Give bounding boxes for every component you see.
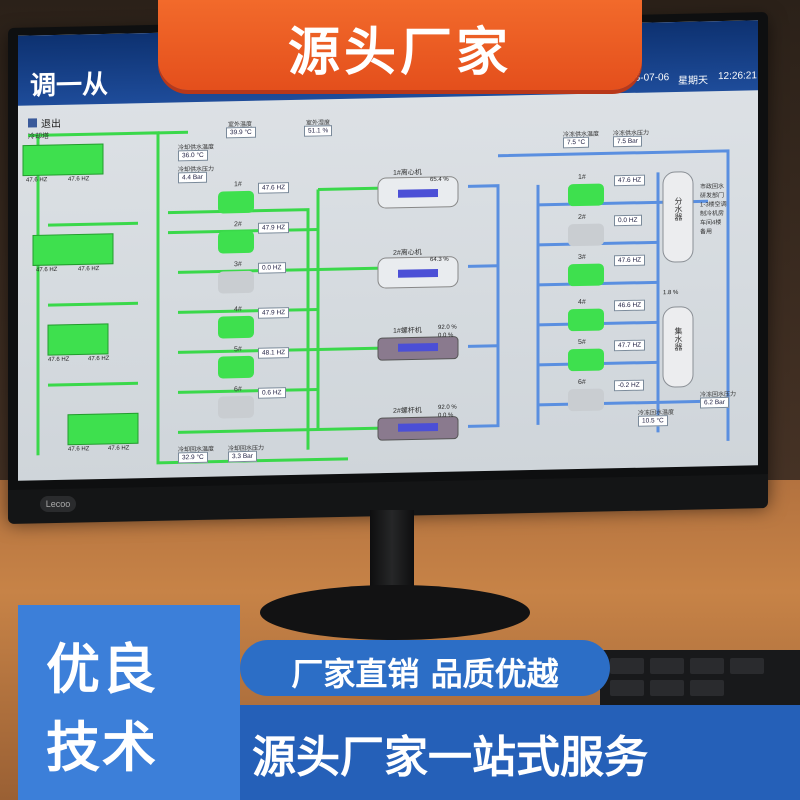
cooling-tower-unit-1: [22, 143, 104, 177]
monitor-brand-logo: Lecoo: [40, 496, 76, 512]
tower-hz: 47.6 HZ: [26, 177, 48, 184]
cw-pump-hz: 47.9 HZ: [258, 222, 290, 234]
bottom-promo-text: 源头厂家一站式服务: [252, 732, 648, 783]
chw-return-temp-value: 10.5 °C: [638, 415, 668, 427]
tower-hz: 47.6 HZ: [48, 356, 70, 364]
cooling-tower-unit-2: [32, 233, 114, 266]
key: [730, 658, 764, 674]
cw-pump-hz: 48.1 HZ: [258, 347, 290, 359]
key: [610, 658, 644, 674]
cw-pump-name: 5#: [234, 346, 242, 354]
legend-item: 制冷机房: [700, 210, 725, 218]
scada-screen: 调一从 八一 2025-07-06 星期天 12:26:21 退出: [18, 20, 758, 481]
chiller-load: 64.3 %: [430, 256, 449, 264]
header-tanks: [662, 171, 694, 388]
chw-pump-hz: 47.6 HZ: [614, 174, 646, 187]
badge-line-2: 技术: [46, 716, 158, 779]
chw-supply-pressure-value: 7.5 Bar: [613, 135, 642, 148]
chw-pump-hz: 46.6 HZ: [614, 299, 646, 312]
supply-tank-label: 分水器: [674, 196, 683, 222]
chiller-name: 2#螺杆机: [393, 407, 422, 415]
chw-pump-hz: -0.2 HZ: [614, 379, 644, 392]
badge-line-1: 优良: [46, 638, 158, 701]
bypass-percent: 1.8 %: [663, 289, 679, 297]
return-tank: [662, 306, 694, 388]
cw-pump-hz: 0.0 HZ: [258, 262, 286, 274]
key: [690, 680, 724, 696]
chiller-name: 1#螺杆机: [393, 327, 422, 335]
chiller-name: 1#离心机: [393, 169, 422, 177]
key: [650, 658, 684, 674]
chw-pump-hz: 47.6 HZ: [614, 254, 646, 267]
cw-pump-name: 6#: [234, 386, 242, 394]
cooling-tower-unit-4: [67, 412, 139, 446]
cw-pump-name: 4#: [234, 306, 242, 314]
chiller-load: 65.4 %: [430, 176, 449, 184]
quality-badge: 优良 技术: [18, 605, 240, 800]
chw-pump-name: 6#: [578, 378, 586, 387]
chw-pump-name: 3#: [578, 253, 586, 262]
top-promo-text: 源头厂家: [287, 23, 512, 83]
chw-pump-name: 2#: [578, 213, 586, 222]
bottom-promo-banner: 源头厂家一站式服务: [240, 705, 800, 800]
cooling-tower-label: 冷却塔: [28, 133, 49, 141]
chiller-load2: 0.0 %: [438, 412, 454, 419]
chw-pump-name: 5#: [578, 338, 586, 347]
cooling-water-pumps: [218, 190, 254, 419]
tower-hz: 47.6 HZ: [88, 355, 110, 363]
slogan-pill-text: 厂家直销 品质优越: [291, 655, 559, 693]
return-tank-label: 集水器: [674, 326, 683, 352]
cw-pump-name: 1#: [234, 181, 242, 189]
cw-pump-name: 3#: [234, 261, 242, 269]
chw-pump-hz: 0.0 HZ: [614, 214, 642, 227]
cw-pump-name: 2#: [234, 221, 242, 229]
key: [690, 658, 724, 674]
pipe-network: [22, 130, 730, 465]
slogan-pill: 厂家直销 品质优越: [240, 640, 610, 696]
chiller-name: 2#离心机: [393, 249, 422, 257]
chw-return-pressure-value: 6.2 Bar: [700, 396, 729, 409]
outdoor-humidity-value: 51.1 %: [304, 125, 333, 137]
cw-return-pressure-value: 3.3 Bar: [228, 450, 257, 463]
chw-pump-name: 1#: [578, 173, 586, 182]
cw-supply-temp-value: 36.0 °C: [178, 149, 208, 162]
monitor-stand-base: [260, 585, 530, 640]
chiller-load: 92.0 %: [438, 324, 457, 331]
cw-pump-hz: 0.6 HZ: [258, 387, 286, 399]
keyboard: [600, 650, 800, 710]
chiller-load: 92.0 %: [438, 404, 457, 411]
tower-hz: 47.6 HZ: [68, 176, 90, 183]
chiller-units: [377, 176, 459, 441]
legend-item: 备用: [700, 229, 713, 236]
chw-supply-temp-value: 7.5 °C: [563, 136, 590, 149]
cooling-tower-unit-3: [47, 323, 109, 356]
tower-hz: 47.6 HZ: [78, 266, 100, 273]
key: [610, 680, 644, 696]
chw-pump-hz: 47.7 HZ: [614, 339, 646, 352]
cooling-tower-fans: [22, 143, 139, 446]
supply-tank: [662, 171, 694, 263]
cw-pump-hz: 47.6 HZ: [258, 182, 290, 194]
tower-hz: 47.6 HZ: [36, 266, 58, 274]
cw-return-temp-value: 32.9 °C: [178, 451, 208, 464]
tower-hz: 47.6 HZ: [108, 445, 130, 452]
outdoor-temp-value: 39.9 °C: [226, 126, 256, 139]
top-promo-banner: 源头厂家: [158, 0, 642, 90]
tower-hz: 47.6 HZ: [68, 446, 90, 453]
cw-pump-hz: 47.9 HZ: [258, 307, 290, 319]
chiller-load2: 0.0 %: [438, 332, 454, 339]
chw-pump-name: 4#: [578, 298, 586, 307]
chilled-water-pumps: [568, 183, 604, 412]
cw-supply-pressure-value: 4.4 Bar: [178, 171, 207, 184]
key: [650, 680, 684, 696]
supply-branch-legend: 市政回水 研发部门 1-3楼空调 制冷机房 车间4楼 备用: [700, 181, 727, 236]
